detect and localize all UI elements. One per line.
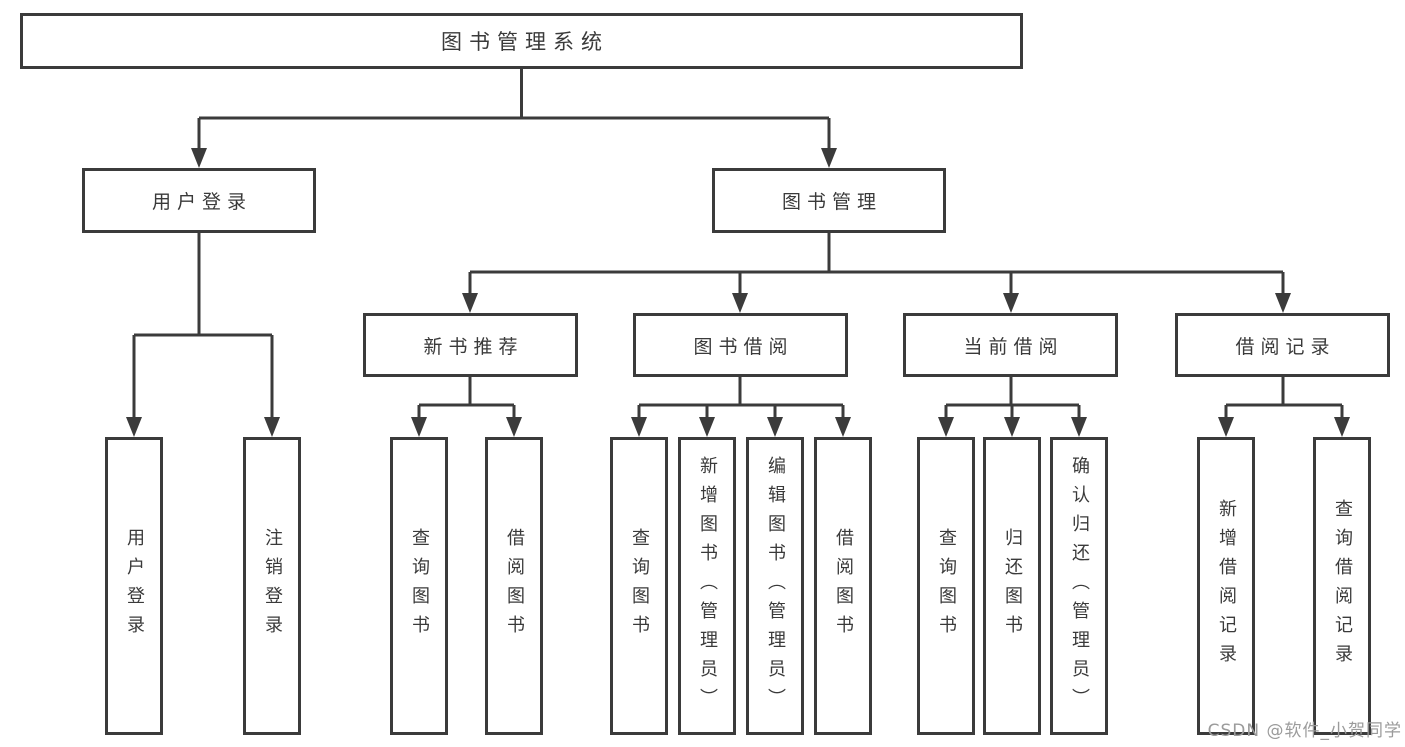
connector-new-book-rec-to-leaves [417, 377, 516, 420]
leaf-edit-books-admin-label: 编辑图书（管理员） [765, 455, 786, 717]
connector-root-to-level2 [197, 69, 831, 150]
arrow-icon [1004, 417, 1020, 437]
leaf-add-borrow-record-label: 新增借阅记录 [1216, 499, 1237, 673]
leaf-confirm-return-admin-label: 确认归还（管理员） [1069, 455, 1090, 717]
arrow-icon [835, 417, 851, 437]
leaf-edit-books-admin: 编辑图书（管理员） [746, 437, 804, 735]
leaf-borrow-books-recommend: 借阅图书 [485, 437, 543, 735]
arrow-icon [821, 148, 837, 168]
leaf-query-books-recommend-label: 查询图书 [409, 528, 430, 644]
node-book-management: 图书管理 [712, 168, 946, 233]
leaf-logout: 注销登录 [243, 437, 301, 735]
node-current-borrowing-label: 当前借阅 [963, 335, 1064, 358]
leaf-user-login: 用户登录 [105, 437, 163, 735]
arrow-icon [411, 417, 427, 437]
node-new-book-recommend-label: 新书推荐 [423, 335, 524, 358]
connector-book-mgmt-to-level3 [468, 233, 1285, 296]
arrow-icon [631, 417, 647, 437]
leaf-query-books-recommend: 查询图书 [390, 437, 448, 735]
node-new-book-recommend: 新书推荐 [363, 313, 578, 377]
arrow-icon [191, 148, 207, 168]
leaf-borrow-books-recommend-label: 借阅图书 [504, 528, 525, 644]
leaf-logout-label: 注销登录 [262, 528, 283, 644]
node-root: 图书管理系统 [20, 13, 1023, 69]
arrowheads [126, 148, 1350, 437]
connector-current-borrow-to-leaves [944, 377, 1081, 420]
leaf-borrow-books-borrowing: 借阅图书 [814, 437, 872, 735]
arrow-icon [732, 293, 748, 313]
leaf-query-books-current: 查询图书 [917, 437, 975, 735]
node-book-borrowing-label: 图书借阅 [693, 335, 794, 358]
arrow-icon [462, 293, 478, 313]
leaf-query-borrow-record-label: 查询借阅记录 [1332, 499, 1353, 673]
arrow-icon [1071, 417, 1087, 437]
connector-borrow-records-to-leaves [1224, 377, 1344, 420]
arrow-icon [1275, 293, 1291, 313]
node-root-label: 图书管理系统 [441, 30, 609, 54]
arrow-icon [264, 417, 280, 437]
node-borrow-records: 借阅记录 [1175, 313, 1390, 377]
leaf-return-books: 归还图书 [983, 437, 1041, 735]
leaf-query-books-current-label: 查询图书 [936, 528, 957, 644]
connector-book-borrow-to-leaves [637, 377, 845, 420]
node-current-borrowing: 当前借阅 [903, 313, 1118, 377]
arrow-icon [126, 417, 142, 437]
leaf-query-borrow-record: 查询借阅记录 [1313, 437, 1371, 735]
connector-user-login-to-leaves [132, 233, 274, 420]
node-user-login: 用户登录 [82, 168, 316, 233]
leaf-query-books-borrowing-label: 查询图书 [629, 528, 650, 644]
arrow-icon [506, 417, 522, 437]
node-book-borrowing: 图书借阅 [633, 313, 848, 377]
csdn-watermark: CSDN @软件_小贺同学 [1207, 721, 1402, 741]
leaf-return-books-label: 归还图书 [1002, 528, 1023, 644]
arrow-icon [699, 417, 715, 437]
node-user-login-label: 用户登录 [151, 191, 252, 213]
leaf-add-books-admin: 新增图书（管理员） [678, 437, 736, 735]
leaf-query-books-borrowing: 查询图书 [610, 437, 668, 735]
arrow-icon [1003, 293, 1019, 313]
node-book-management-label: 图书管理 [781, 191, 882, 213]
leaf-confirm-return-admin: 确认归还（管理员） [1050, 437, 1108, 735]
arrow-icon [767, 417, 783, 437]
leaf-borrow-books-borrowing-label: 借阅图书 [833, 528, 854, 644]
leaf-add-borrow-record: 新增借阅记录 [1197, 437, 1255, 735]
arrow-icon [1334, 417, 1350, 437]
arrow-icon [1218, 417, 1234, 437]
leaf-add-books-admin-label: 新增图书（管理员） [697, 455, 718, 717]
arrow-icon [938, 417, 954, 437]
leaf-user-login-label: 用户登录 [124, 528, 145, 644]
node-borrow-records-label: 借阅记录 [1235, 335, 1336, 358]
